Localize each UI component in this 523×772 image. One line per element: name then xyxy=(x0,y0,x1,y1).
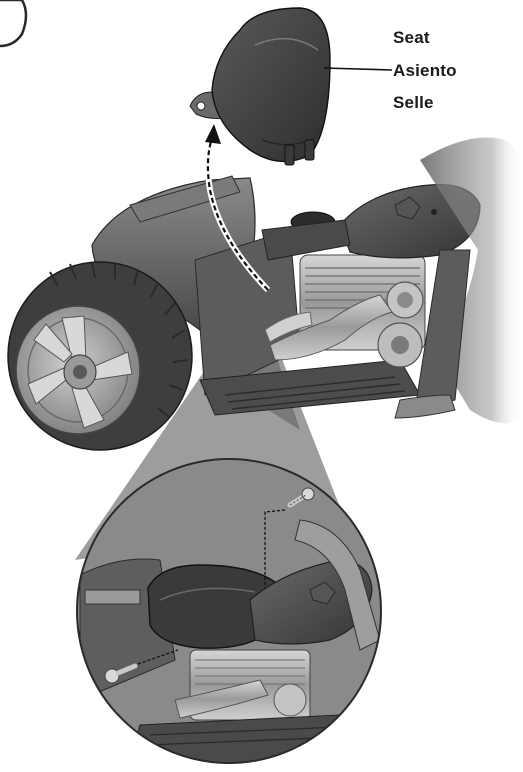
magnifier-callout xyxy=(77,459,381,763)
seat-label-french: Selle xyxy=(393,93,434,113)
seat-label-spanish: Asiento xyxy=(393,61,457,81)
rear-wheel xyxy=(8,262,192,450)
label-leader-line xyxy=(324,68,392,70)
step-badge-fragment xyxy=(0,0,26,46)
seat-label-english: Seat xyxy=(393,28,430,48)
